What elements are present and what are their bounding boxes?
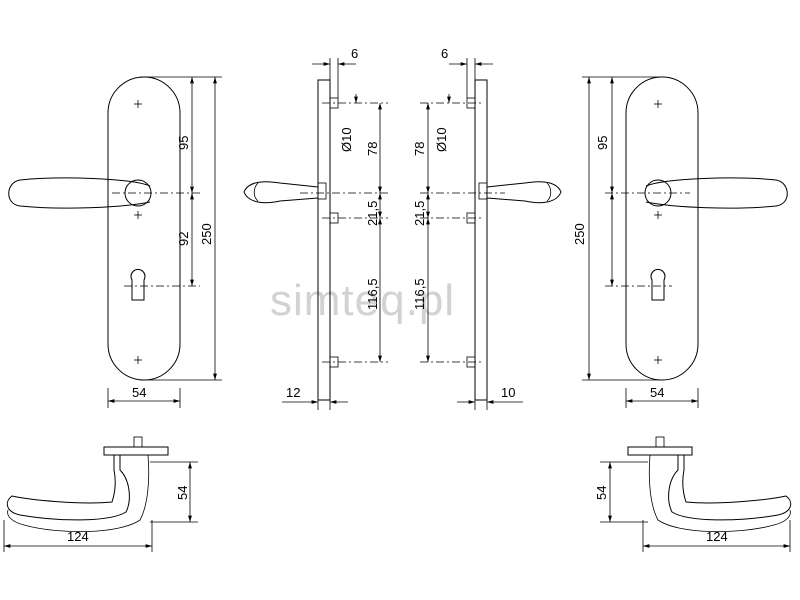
left-top-dim-height: 54	[175, 486, 190, 500]
left-side-lever	[243, 181, 319, 204]
right-side-dim-top: 6	[441, 46, 448, 61]
left-side-view: 6 Ø10 78 21,5 116,5 12	[243, 46, 388, 410]
left-front-backplate	[107, 76, 181, 381]
right-side-lever	[486, 181, 562, 204]
right-front-screw-mid	[654, 211, 662, 219]
left-front-dim-width: 54	[132, 385, 146, 400]
right-front-lever	[645, 177, 788, 209]
left-top-spindle	[133, 436, 143, 448]
left-side-backplate	[317, 79, 331, 401]
left-top-dim-length: 124	[67, 529, 89, 544]
left-front-keyhole	[130, 268, 146, 301]
right-top-dim-length: 124	[706, 529, 728, 544]
right-side-dim-upper: 78	[412, 142, 427, 156]
watermark-text: simteq.pl	[270, 276, 455, 325]
left-side-dim-diameter: Ø10	[339, 127, 354, 152]
left-front-screw-bottom	[134, 356, 142, 364]
right-front-backplate	[625, 76, 699, 381]
left-front-screw-top	[134, 100, 142, 108]
left-front-view: 95 92 250 54	[8, 76, 222, 408]
right-side-dim-diameter: Ø10	[434, 127, 449, 152]
right-side-view: 6 Ø10 78 21,5 116,5 10	[412, 46, 562, 410]
left-side-dim-middle: 21,5	[365, 201, 380, 226]
right-top-spindle	[655, 436, 665, 448]
left-front-dim-total: 250	[199, 223, 214, 245]
left-side-dim-upper: 78	[365, 142, 380, 156]
right-front-screw-top	[654, 100, 662, 108]
right-side-dim-middle: 21,5	[412, 201, 427, 226]
right-front-dim-total: 250	[572, 223, 587, 245]
left-side-dim-thickness: 12	[286, 385, 300, 400]
right-top-rosette	[627, 446, 693, 456]
left-front-dim-lower: 92	[176, 232, 191, 246]
left-front-lever	[8, 177, 151, 209]
left-side-dim-top: 6	[351, 46, 358, 61]
right-top-dim-height: 54	[594, 486, 609, 500]
right-front-keyhole	[650, 268, 666, 301]
left-front-dim-upper: 95	[176, 136, 191, 150]
right-front-dim-width: 54	[650, 385, 664, 400]
left-top-lever	[6, 455, 130, 521]
right-front-screw-bottom	[654, 356, 662, 364]
right-side-backplate	[474, 79, 488, 401]
right-side-dim-lower: 116,5	[412, 278, 427, 310]
right-top-lever	[668, 455, 792, 521]
right-front-dim-upper: 95	[595, 136, 610, 150]
right-front-view: 95 250 54	[572, 76, 788, 408]
right-side-dim-thickness: 10	[501, 385, 515, 400]
left-top-view: 54 124	[3, 436, 198, 552]
left-front-screw-mid	[134, 211, 142, 219]
right-top-view: 54 124	[594, 436, 792, 552]
left-side-dim-lower: 116,5	[365, 278, 380, 310]
left-top-rosette	[103, 446, 169, 456]
